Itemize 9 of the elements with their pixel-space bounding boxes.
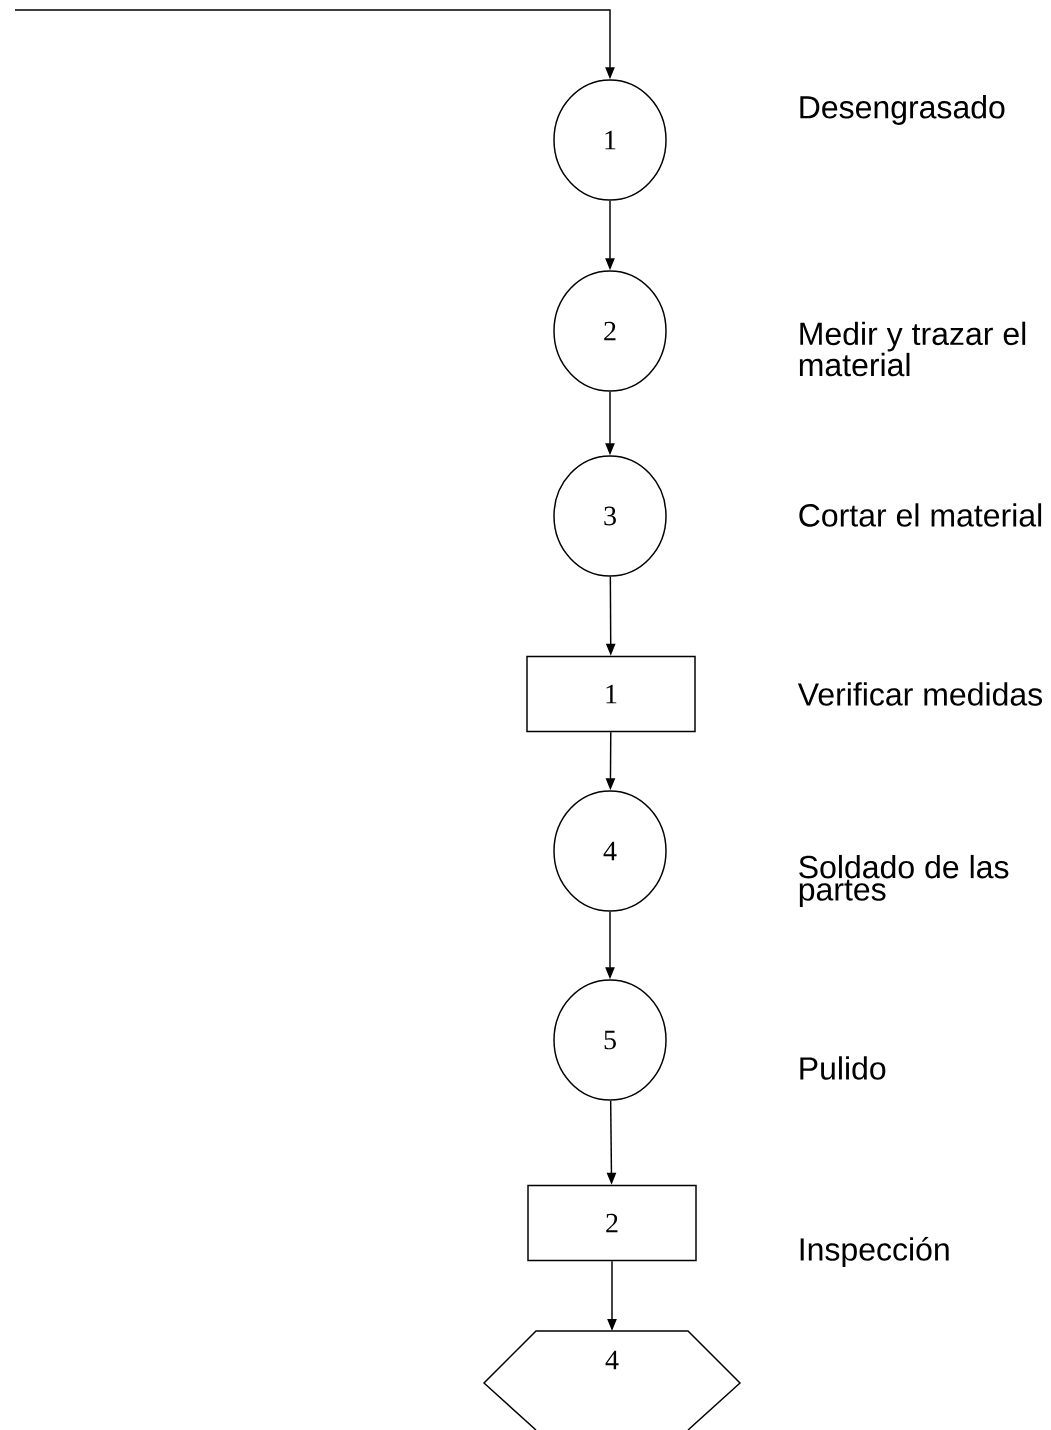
step-description: Cortar el material [799, 503, 1042, 527]
step-description: Pulido [800, 1056, 886, 1080]
step-description: Medir y trazar el material [799, 321, 1026, 377]
step-description: Soldado de las partes [799, 854, 1009, 908]
inspection-box: 1 [526, 655, 696, 733]
step-description: Desengrasado [800, 95, 1005, 125]
step-description: Verificar medidas [797, 682, 1042, 706]
inspection-box: 2 [527, 1184, 697, 1262]
step-description: Inspección [800, 1236, 949, 1268]
